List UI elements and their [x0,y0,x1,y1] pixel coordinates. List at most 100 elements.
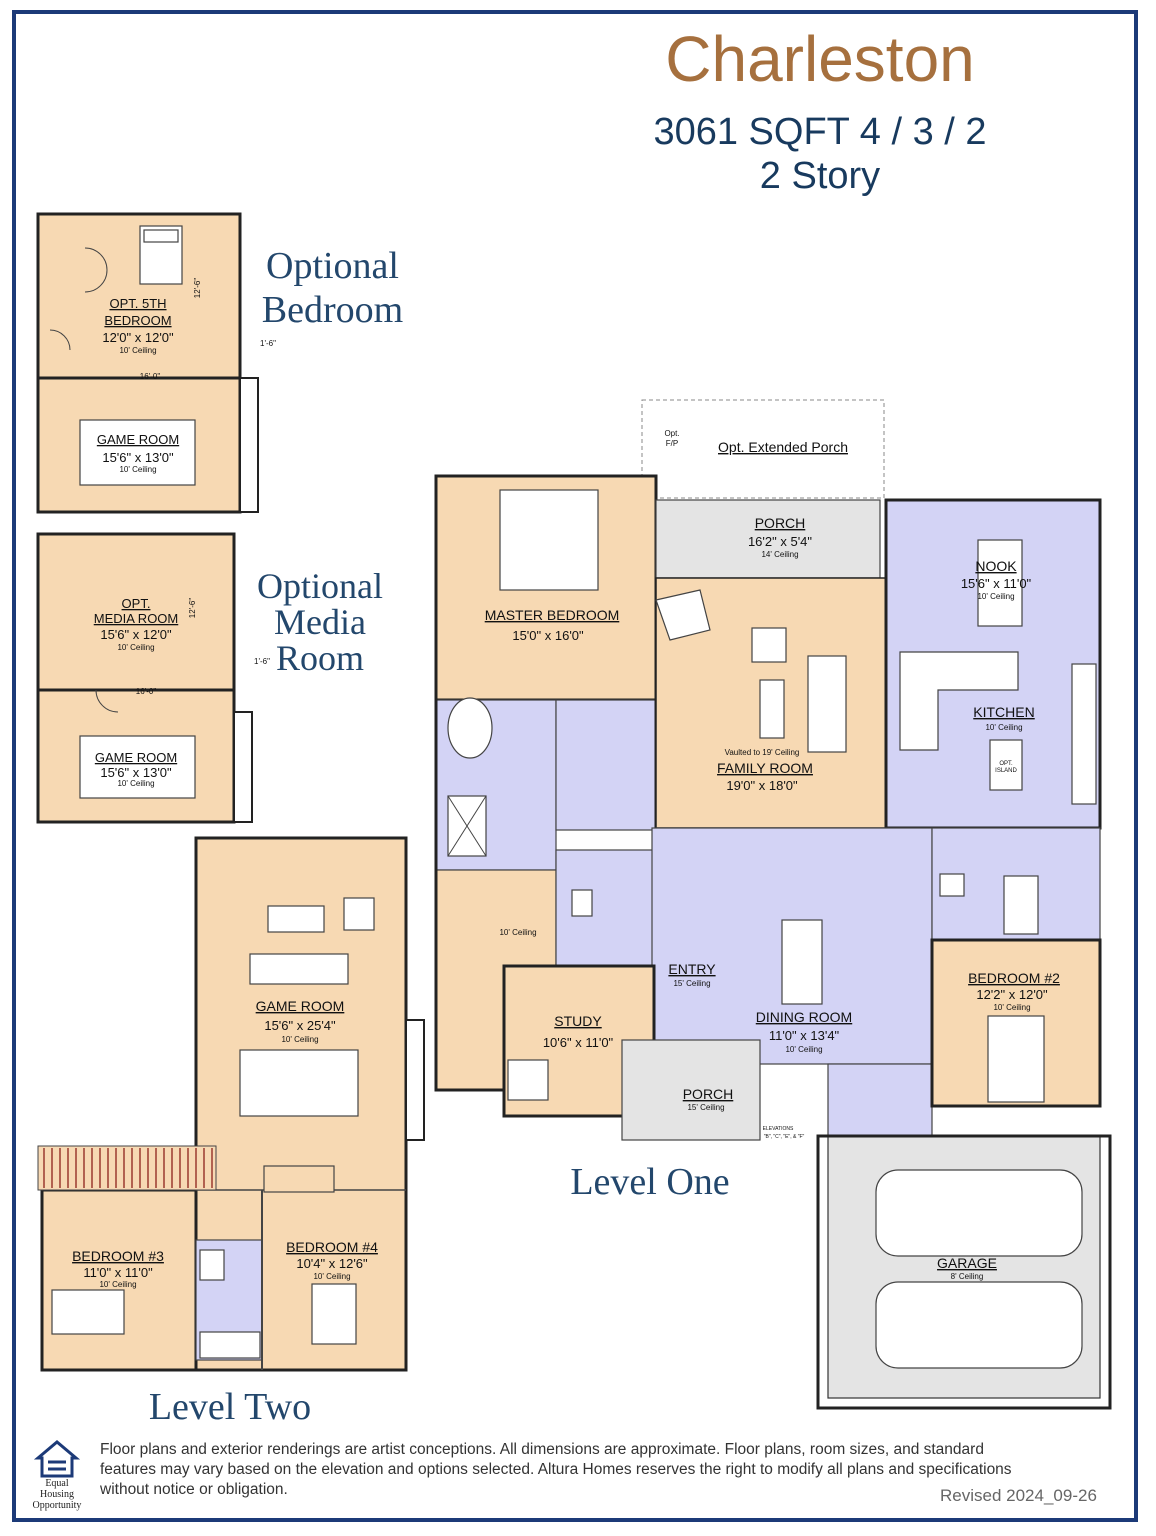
rear-porch-size: 16'2" x 5'4" [748,534,812,549]
dining-ceiling: 10' Ceiling [785,1045,822,1054]
closet-ceiling: 10' Ceiling [499,928,536,937]
opt-bedroom-name-2: BEDROOM [104,313,171,328]
optional-bedroom-plan: OPT. 5TH BEDROOM 12'0" x 12'0" 10' Ceili… [36,212,276,514]
level-two-closet [263,1165,335,1193]
nook-table-icon [977,539,1023,627]
plan-title: Charleston [665,23,975,95]
pool-table-icon [79,735,196,799]
desk-icon [507,1059,549,1101]
dining-size: 11'0" x 13'4" [769,1028,840,1043]
family-name: FAMILY ROOM [717,760,813,776]
equal-housing-logo [33,1440,81,1478]
optional-bedroom-heading: Optional Bedroom [261,245,404,331]
level-one-plan: Opt. F/P Opt. Extended Porch MASTER BEDR… [434,399,1112,1410]
dining-table-icon [781,919,823,1005]
opt-media-dim-width: 16'-0" [136,687,157,696]
bed-icon [499,489,599,591]
opt-media-size: 15'6" x 12'0" [100,627,172,642]
car-icon [875,1169,1083,1257]
plan-specs: 3061 SQFT 4 / 3 / 2 [653,111,987,153]
coffee-table-icon [267,905,325,933]
family-vaulted: Vaulted to 19' Ceiling [725,748,800,757]
l2-bed3-ceiling: 10' Ceiling [99,1280,136,1289]
rear-porch [655,499,881,579]
level-two-stairs [37,1145,217,1191]
kitchen-name: KITCHEN [973,704,1034,720]
bed-icon [987,1015,1045,1103]
garage-ceiling: 8' Ceiling [951,1272,984,1281]
opt-bedroom-bay [239,377,259,513]
family-size: 19'0" x 18'0" [726,778,798,793]
opt-fp-label: Opt. [664,429,679,438]
page-border [12,10,1138,1522]
bed2-size: 12'2" x 12'0" [976,987,1048,1002]
bed2-name: BEDROOM #2 [968,970,1060,986]
kitchen-counter-side-icon [1071,663,1097,805]
disclaimer-text: Floor plans and exterior renderings are … [100,1441,1012,1498]
door-swing-icon [84,247,108,293]
pool-table-icon [79,419,196,486]
extended-porch-outline [641,399,885,499]
opt-bedroom-dim-side: 1'-6" [260,339,276,348]
opt-media-dim-side: 1'-6" [254,657,270,666]
opt-bedroom-game-ceiling: 10' Ceiling [119,465,156,474]
car-icon [875,1281,1083,1369]
opt-bedroom-size: 12'0" x 12'0" [102,330,174,345]
garage-wall [816,1134,1112,1410]
front-porch [621,1039,761,1141]
nook-size: 15'6" x 11'0" [961,576,1032,591]
level-two-plan: GAME ROOM 15'6" x 25'4" 10' Ceiling BEDR… [37,836,425,1372]
sofa-icon [807,655,847,753]
door-swing-icon [49,329,71,351]
plan-stories: 2 Story [759,155,881,197]
opt-bedroom-dim-vertical: 12'-6" [193,278,202,299]
coffee-table-icon [759,679,785,739]
revised-date: Revised 2024_09-26 [940,1486,1097,1505]
front-porch-name: PORCH [683,1086,734,1102]
fireplace-icon [655,589,711,641]
opt-media-game-name: GAME ROOM [95,750,177,765]
study-name: STUDY [554,1013,602,1029]
l2-game-name: GAME ROOM [256,998,345,1014]
pool-table-icon [239,1049,359,1117]
opt-bedroom-ceiling: 10' Ceiling [119,346,156,355]
elevations-label-2: "B", "C", "E", & "F" [764,1134,805,1140]
plan-subtitle: 3061 SQFT 4 / 3 / 2 2 Story [600,110,1040,198]
level-two-bay [405,1019,425,1141]
bed-icon [51,1289,125,1335]
l2-game-size: 15'6" x 25'4" [264,1018,336,1033]
l2-bed4-ceiling: 10' Ceiling [313,1272,350,1281]
master-size: 15'0" x 16'0" [512,628,584,643]
island-icon [989,739,1023,791]
entry-ceiling: 15' Ceiling [673,979,710,988]
laundry [827,1063,933,1137]
master-wc [555,849,657,971]
opt-media-dim-vertical: 12'-6" [188,598,197,619]
kitchen-ceiling: 10' Ceiling [985,723,1022,732]
rear-porch-name: PORCH [755,515,806,531]
bed-icon [311,1283,357,1345]
sink-icon [939,873,965,897]
toilet-icon [571,889,593,917]
dining-name: DINING ROOM [756,1009,852,1025]
sofa-icon [249,953,349,985]
armchair-icon [343,897,375,931]
level-one-heading: Level One [570,1161,730,1203]
extended-porch-label: Opt. Extended Porch [718,439,848,455]
master-bath-2 [555,699,657,831]
equal-housing-text: Equal Housing Opportunity [32,1478,82,1511]
study-size: 10'6" x 11'0" [543,1035,614,1050]
opt-bedroom-name: OPT. 5TH [109,296,166,311]
rear-porch-ceiling: 14' Ceiling [761,550,798,559]
l2-bed4-size: 10'4" x 12'6" [296,1256,368,1271]
kitchen-counter-icon [899,651,1019,751]
island-label: OPT. [999,761,1013,767]
opt-bedroom-game-size: 15'6" x 13'0" [102,450,174,465]
l2-bed3-size: 11'0" x 11'0" [83,1265,153,1280]
l2-bed4-name: BEDROOM #4 [286,1239,378,1255]
master-name: MASTER BEDROOM [485,607,620,623]
opt-fp-label-2: F/P [666,439,678,448]
opt-media-ceiling: 10' Ceiling [117,643,154,652]
door-swing-icon [95,689,119,713]
